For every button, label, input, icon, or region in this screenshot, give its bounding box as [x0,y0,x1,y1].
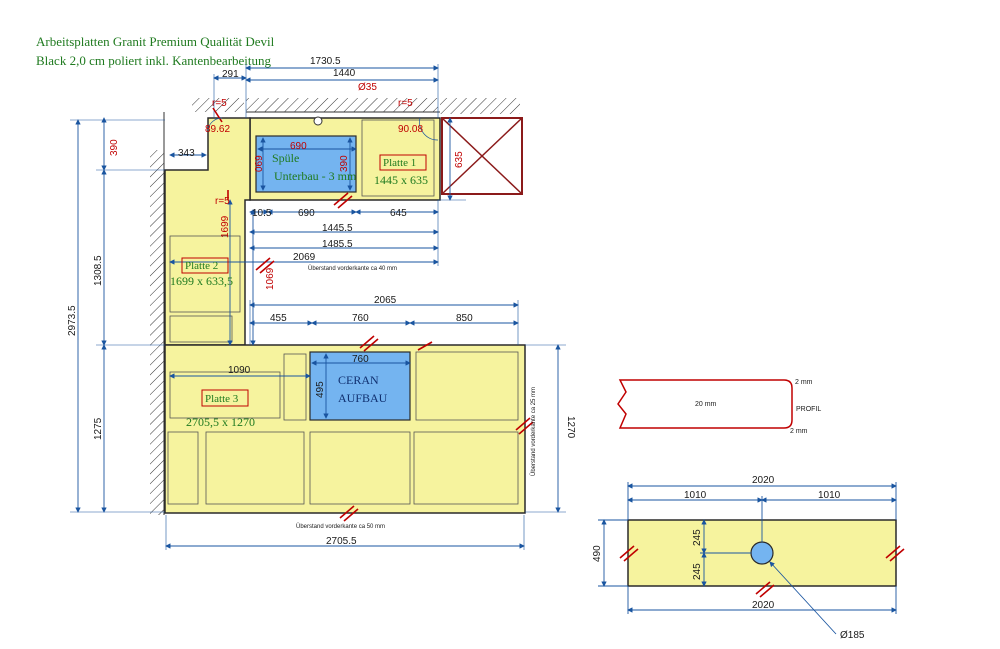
plate-1-size: 1445 x 635 [374,173,428,187]
dim-hole-35: Ø35 [358,82,377,93]
dimension-lines [75,65,561,549]
plate-2-name: Platte 2 [185,260,218,272]
dim-1275: 1275 [93,417,104,440]
dim-495: 495 [315,381,326,398]
plate-1-name: Platte 1 [383,157,416,169]
dim-2973: 2973.5 [67,305,78,336]
extension-lines [70,64,566,550]
ceran-label-2: AUFBAU [338,391,388,405]
drawing-title: Arbeitsplatten Granit Premium Qualität D… [36,32,274,70]
detail-dimension-lines [598,482,897,635]
dim-10-5: 10.5 [252,208,272,219]
wall-hatching [150,98,520,515]
ceran-label-1: CERAN [338,373,379,387]
dim-850: 850 [456,313,473,324]
profile-thickness: 20 mm [695,401,717,408]
title-line-1: Arbeitsplatten Granit Premium Qualität D… [36,34,275,49]
detail-hole-diameter: Ø185 [840,630,865,641]
note-overhang-40: Überstand vorderkante ca 40 mm [308,265,397,272]
sink-label-2: Unterbau - 3 mm [274,169,357,183]
detail-height-lower: 245 [692,563,703,580]
detail-width-top: 2020 [752,475,775,486]
title-line-2: Black 2,0 cm poliert inkl. Kantenbearbei… [36,53,272,68]
detail-half-right: 1010 [818,490,841,501]
dim-1308: 1308.5 [93,255,104,286]
edge-profile [617,379,793,429]
detail-joint-marks [619,545,905,598]
dim-2705: 2705.5 [326,536,357,547]
radius-2: r=5 [398,98,413,109]
dim-2065: 2065 [374,295,397,306]
dim-sink-width: 690 [290,141,307,152]
dim-sink-depth: 390 [339,155,350,172]
dim-390-left: 390 [109,139,120,156]
plate-1-label-box [379,154,427,171]
dim-1445: 1445.5 [322,223,353,234]
detail-height: 490 [592,545,603,562]
dim-690-bottom: 690 [298,208,315,219]
detail-width-bottom: 2020 [752,600,775,611]
dim-1069: 1069 [265,267,276,290]
dim-760-ceran: 760 [352,354,369,365]
sink-cutout [255,116,357,193]
plate-3-name: Platte 3 [205,393,239,405]
profile-label: PROFIL [796,406,821,413]
fridge-box [441,117,523,195]
angle-89: 89.62 [205,124,230,135]
plate-2-size: 1699 x 633,5 [170,274,233,288]
dim-2069: 2069 [293,252,316,263]
dim-1730: 1730.5 [310,56,341,67]
plate-3-size: 2705,5 x 1270 [186,415,255,429]
cabinet-outlines [167,119,519,505]
angle-arcs [207,117,439,141]
dim-635: 635 [454,151,465,168]
dim-645: 645 [390,208,407,219]
dim-1090: 1090 [228,365,251,376]
radius-3: r=5 [215,196,230,207]
angle-90: 90.08 [398,124,423,135]
dim-sink-left: 069 [254,155,265,172]
dim-1485: 1485.5 [322,239,353,250]
dim-760-top: 760 [352,313,369,324]
plate-2-label-box [181,257,229,274]
profile-top: 2 mm [795,379,813,386]
dim-1440: 1440 [333,68,356,79]
note-overhang-25: Überstand vorderkante ca 25 mm [530,387,537,476]
dim-291: 291 [222,69,239,80]
dim-1699: 1699 [220,215,231,238]
sink-label-1: Spüle [272,151,299,165]
detail-height-upper: 245 [692,529,703,546]
dim-455: 455 [270,313,287,324]
detail-half-left: 1010 [684,490,707,501]
dim-1270: 1270 [565,416,576,439]
radius-1: r=5 [212,98,227,109]
dim-343: 343 [178,148,195,159]
note-overhang-50: Überstand vorderkante ca 50 mm [296,523,385,530]
joint-marks [212,107,534,522]
plate-3-label-box [201,389,249,407]
profile-bottom: 2 mm [790,428,808,435]
